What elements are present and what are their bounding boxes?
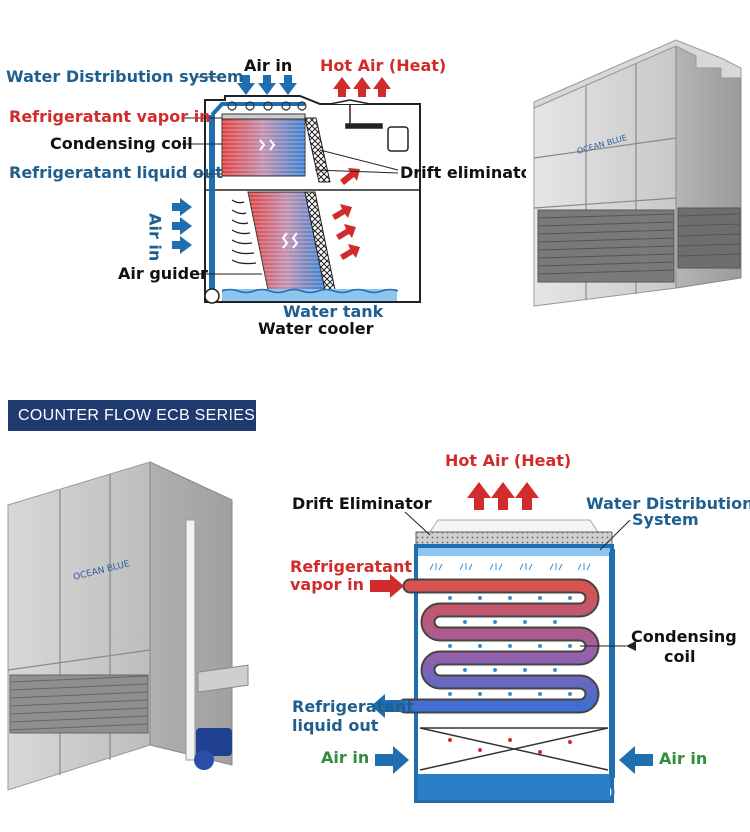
water-distribution-label: Water Distribution system — [6, 67, 244, 86]
bottom-vapor-in-arrow — [370, 574, 404, 598]
refrigerant-liquid-out-label: Refrigeratant liquid out — [9, 163, 223, 182]
bottom-fan-hood — [429, 519, 599, 533]
water-tank-label: Water tank — [283, 302, 384, 321]
air-guider-label: Air guider — [118, 264, 208, 283]
bottom-product-photo: OCEAN BLUE — [7, 461, 249, 791]
bottom-refrigerant-vapor-label-2: vapor in — [290, 575, 365, 594]
bottom-air-in-left-label: Air in — [321, 748, 370, 767]
air-in-side-label: Air in — [145, 213, 165, 262]
bottom-photo-pump — [194, 728, 232, 770]
top-diagram-graphic — [172, 75, 421, 304]
bottom-liquid-out-arrow — [371, 694, 405, 718]
bottom-spray-nozzles — [429, 563, 591, 571]
bottom-diagram-graphic — [370, 482, 653, 803]
bottom-water-pipe-top — [418, 548, 610, 556]
top-photo-louvers — [537, 207, 741, 283]
bottom-photo-pipe — [185, 519, 196, 761]
top-air-guider — [231, 199, 257, 265]
condensing-coil-label: Condensing coil — [50, 134, 193, 153]
top-water-tank — [222, 289, 397, 301]
bottom-refrigerant-liquid-label-2: liquid out — [292, 716, 379, 735]
top-product-photo: OCEAN BLUE — [526, 38, 748, 310]
bottom-drift-eliminator — [415, 531, 613, 547]
bottom-water-droplets — [448, 596, 572, 696]
top-hot-air-arrows — [333, 77, 391, 97]
bottom-hot-air-label: Hot Air (Heat) — [445, 451, 572, 470]
bottom-condensing-label-2: coil — [664, 647, 696, 666]
bottom-refrigerant-liquid-label: Refrigeratant — [292, 697, 414, 716]
bottom-air-in-right-label: Air in — [659, 749, 708, 768]
bottom-air-in-left-arrow — [375, 746, 409, 774]
refrigerant-vapor-in-label: Refrigeratant vapor in — [9, 107, 211, 126]
drift-eliminator-label: Drift eliminator — [400, 163, 540, 182]
bottom-fill-cross — [419, 727, 609, 771]
water-cooler-label: Water cooler — [258, 319, 374, 338]
top-fan — [329, 99, 409, 152]
top-spray-nozzles — [227, 101, 307, 111]
bottom-refrigerant-vapor-label: Refrigeratant — [290, 557, 412, 576]
bottom-air-in-right-arrow — [619, 746, 653, 774]
bottom-water-distribution-label-2: System — [632, 510, 699, 529]
top-red-flow-arrows — [332, 168, 360, 260]
series-banner: COUNTER FLOW ECB SERIES — [8, 400, 256, 431]
bottom-photo-louvers — [9, 674, 149, 734]
bottom-water-basin — [418, 774, 610, 800]
top-side-air-arrows — [172, 198, 192, 254]
hot-air-label: Hot Air (Heat) — [320, 56, 447, 75]
air-in-top-label: Air in — [244, 56, 293, 75]
bottom-water-distribution-label: Water Distribution — [586, 494, 750, 513]
bottom-hot-air-arrows — [467, 482, 539, 510]
bottom-condensing-label: Condensing — [631, 627, 737, 646]
bottom-drift-eliminator-label: Drift Eliminator — [292, 494, 432, 513]
top-drift-eliminator-upper — [304, 117, 331, 183]
top-air-in-arrows — [237, 75, 297, 95]
